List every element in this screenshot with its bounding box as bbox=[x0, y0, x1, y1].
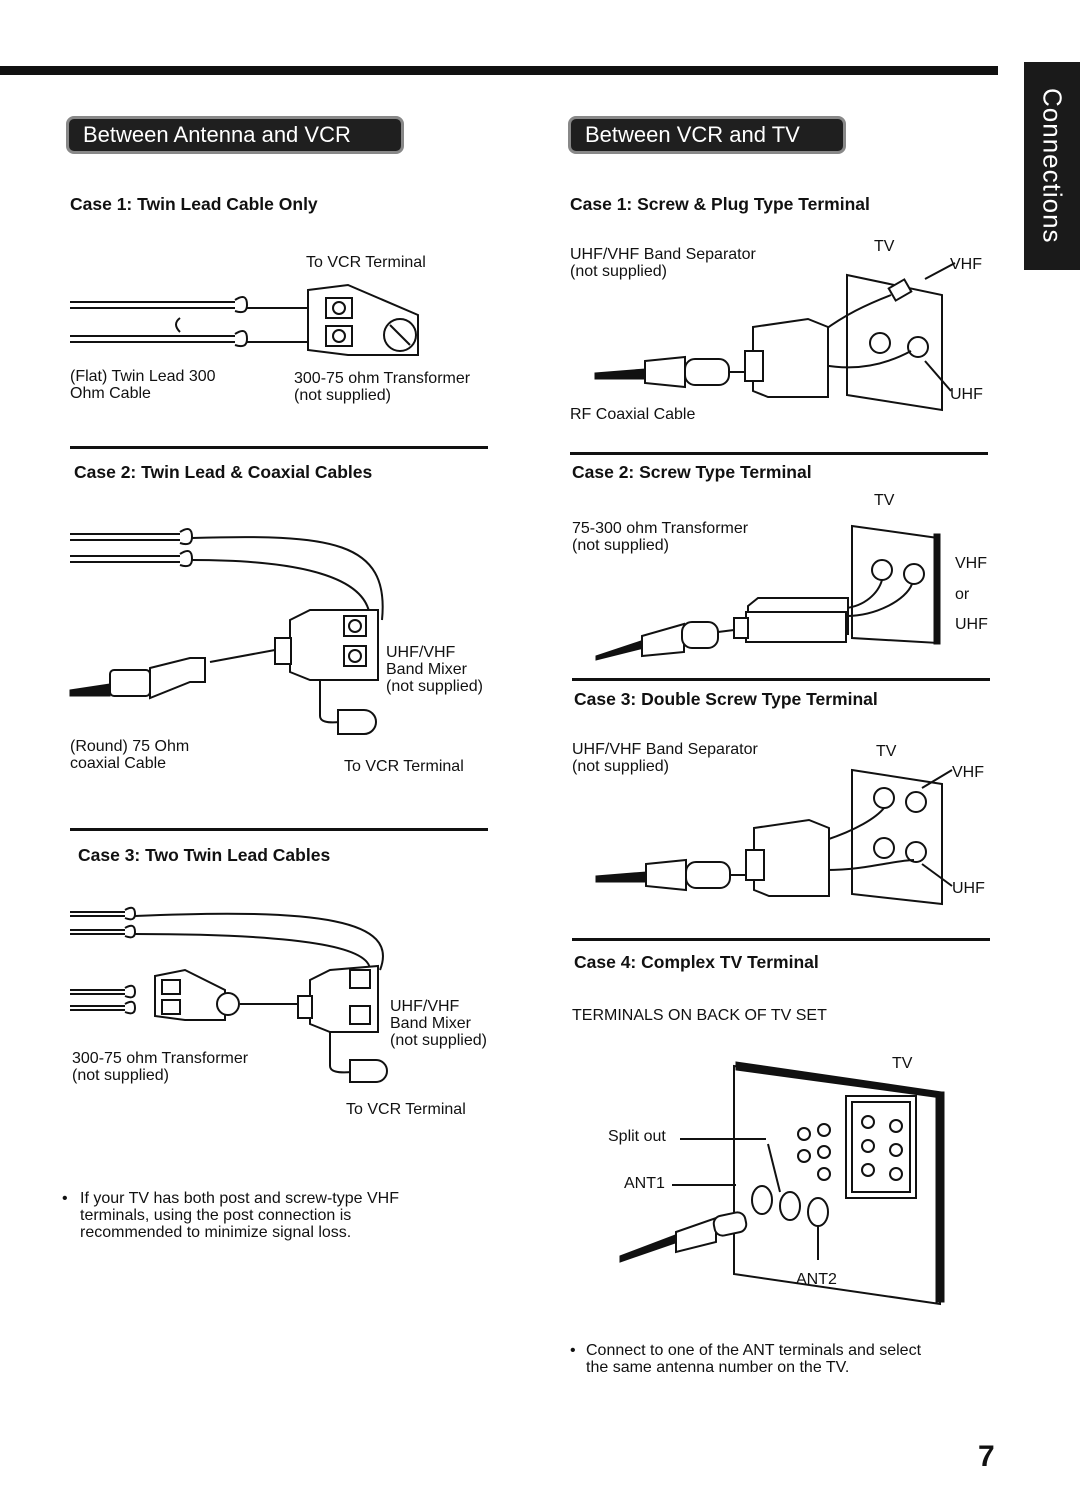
left-case3-mixer-label: UHF/VHF Band Mixer (not supplied) bbox=[390, 998, 487, 1049]
right-case1-rf-label: RF Coaxial Cable bbox=[570, 406, 696, 423]
section-heading-antenna-vcr: Between Antenna and VCR bbox=[66, 116, 404, 154]
left-case3-transformer-label: 300-75 ohm Transformer (not supplied) bbox=[72, 1050, 249, 1084]
section-heading-vcr-tv: Between VCR and TV bbox=[568, 116, 846, 154]
double-screw-separator-illustration bbox=[595, 768, 953, 906]
right-case4-terminals-label: TERMINALS ON BACK OF TV SET bbox=[572, 1007, 827, 1024]
right-case3-uhf-label: UHF bbox=[952, 880, 985, 897]
right-note: Connect to one of the ANT terminals and … bbox=[586, 1342, 922, 1376]
left-case2-title: Case 2: Twin Lead & Coaxial Cables bbox=[74, 462, 373, 482]
right-case4-ant2-label: ANT2 bbox=[796, 1271, 837, 1288]
right-case1-uhf-label: UHF bbox=[950, 386, 983, 403]
right-case2-title: Case 2: Screw Type Terminal bbox=[572, 462, 812, 482]
ant1-leader-line bbox=[672, 1184, 736, 1186]
left-case1-title: Case 1: Twin Lead Cable Only bbox=[70, 194, 318, 214]
right-divider-1 bbox=[570, 452, 988, 455]
right-case1-separator-label: UHF/VHF Band Separator (not supplied) bbox=[570, 246, 756, 280]
complex-tv-terminal-illustration bbox=[619, 1061, 945, 1306]
right-case1-title: Case 1: Screw & Plug Type Terminal bbox=[570, 194, 870, 214]
right-case4-title: Case 4: Complex TV Terminal bbox=[574, 952, 819, 972]
page-number: 7 bbox=[978, 1440, 995, 1473]
left-case2-coax-label: (Round) 75 Ohm coaxial Cable bbox=[70, 738, 190, 772]
section-heading-text: Between VCR and TV bbox=[585, 122, 800, 147]
section-heading-text: Between Antenna and VCR bbox=[83, 122, 351, 147]
right-case2-uhf-label: UHF bbox=[955, 616, 988, 633]
left-case3-to-vcr-label: To VCR Terminal bbox=[346, 1101, 466, 1118]
right-case4-split-out-label: Split out bbox=[608, 1128, 666, 1145]
split-out-leader-line bbox=[680, 1138, 766, 1140]
right-case1-tv-label: TV bbox=[874, 238, 895, 255]
right-case3-vhf-label: VHF bbox=[952, 764, 984, 781]
twin-lead-transformer-illustration bbox=[70, 283, 419, 356]
left-case2-mixer-label: UHF/VHF Band Mixer (not supplied) bbox=[386, 644, 483, 695]
right-case3-title: Case 3: Double Screw Type Terminal bbox=[574, 689, 878, 709]
left-case3-title: Case 3: Two Twin Lead Cables bbox=[78, 845, 331, 865]
left-divider-2 bbox=[70, 828, 488, 831]
right-case4-tv-label: TV bbox=[892, 1055, 913, 1072]
right-note-bullet: • bbox=[570, 1342, 576, 1359]
left-divider-1 bbox=[70, 446, 488, 449]
screw-type-transformer-illustration bbox=[595, 524, 941, 661]
right-case2-vhf-label: VHF bbox=[955, 555, 987, 572]
right-case2-transformer-label: 75-300 ohm Transformer (not supplied) bbox=[572, 520, 749, 554]
left-case1-cable-label: (Flat) Twin Lead 300 Ohm Cable bbox=[70, 368, 216, 402]
right-case3-tv-label: TV bbox=[876, 743, 897, 760]
right-divider-3 bbox=[572, 938, 990, 941]
right-case2-or-label: or bbox=[955, 586, 970, 603]
two-twin-lead-mixer-illustration bbox=[70, 906, 388, 1083]
screw-plug-separator-illustration bbox=[594, 262, 956, 412]
twin-lead-coax-mixer-illustration bbox=[69, 527, 384, 735]
left-case1-transformer-label: 300-75 ohm Transformer (not supplied) bbox=[294, 370, 471, 404]
left-note-bullet: • bbox=[62, 1190, 68, 1207]
section-side-tab: Connections bbox=[1024, 62, 1080, 270]
right-case1-vhf-label: VHF bbox=[950, 256, 982, 273]
top-rule bbox=[0, 66, 998, 75]
right-case4-ant1-label: ANT1 bbox=[624, 1175, 665, 1192]
left-note: If your TV has both post and screw-type … bbox=[80, 1190, 399, 1241]
right-case3-separator-label: UHF/VHF Band Separator (not supplied) bbox=[572, 741, 758, 775]
right-divider-2 bbox=[572, 678, 990, 681]
right-case2-tv-label: TV bbox=[874, 492, 895, 509]
left-case2-to-vcr-label: To VCR Terminal bbox=[344, 758, 464, 775]
side-tab-label: Connections bbox=[1037, 88, 1068, 244]
left-case1-to-vcr-label: To VCR Terminal bbox=[306, 254, 426, 271]
